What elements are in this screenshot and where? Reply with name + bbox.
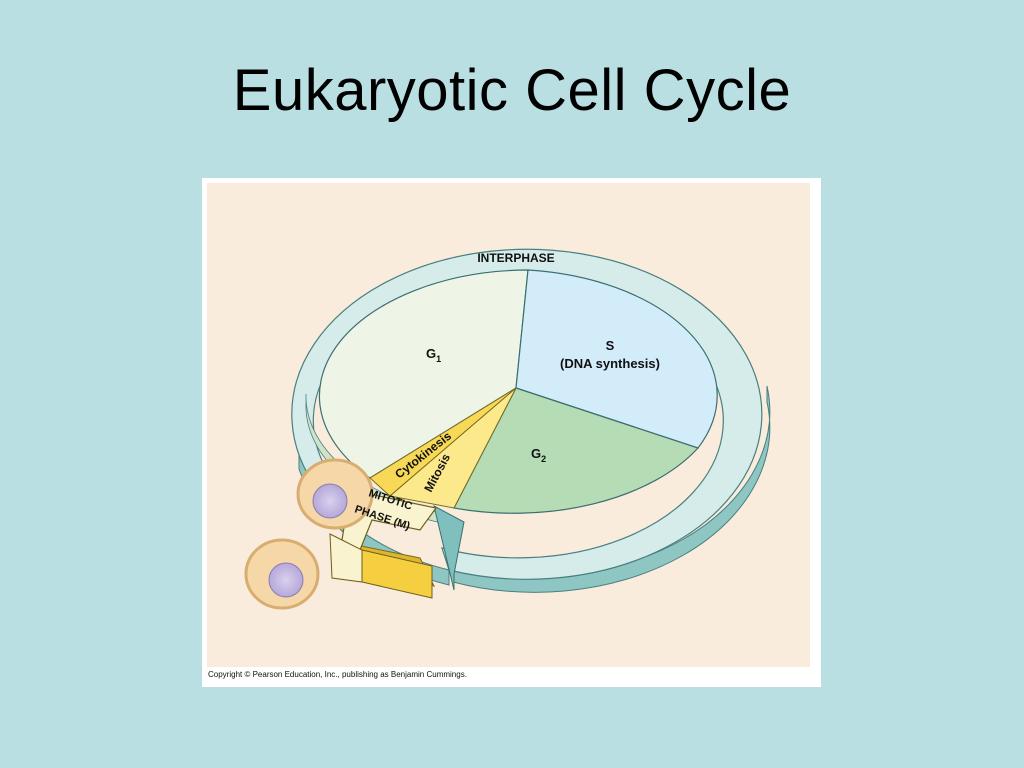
g1-sector: [318, 269, 529, 479]
s-sector: [515, 269, 718, 449]
g1-label: G1: [426, 346, 441, 364]
copyright-notice: Copyright © Pearson Education, Inc., pub…: [208, 670, 467, 679]
g2-label: G2: [531, 446, 546, 464]
cell-cycle-diagram: INTERPHASE G1 S (DNA synthesis) G2 Cytok…: [207, 183, 810, 667]
g2-sector: [453, 387, 700, 514]
mitotic-arrow-tail-side: [361, 549, 433, 599]
s-label: S: [606, 338, 615, 353]
slide-title: Eukaryotic Cell Cycle: [232, 58, 792, 123]
ring-arrowhead: [433, 505, 465, 591]
interphase-label: INTERPHASE: [477, 251, 554, 265]
mitosis-wedge: [388, 387, 517, 509]
dividing-cell-nucleus: [312, 483, 348, 519]
s-sublabel: (DNA synthesis): [560, 356, 660, 371]
daughter-cell-nucleus: [268, 562, 304, 598]
cell-cycle-figure: INTERPHASE G1 S (DNA synthesis) G2 Cytok…: [202, 178, 821, 687]
